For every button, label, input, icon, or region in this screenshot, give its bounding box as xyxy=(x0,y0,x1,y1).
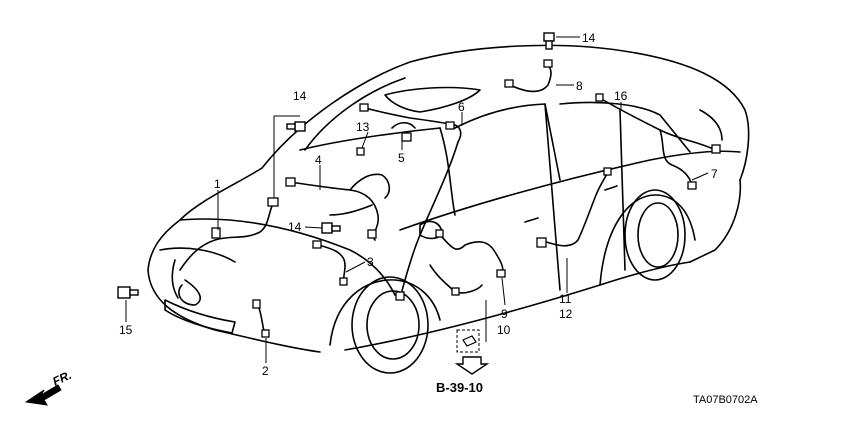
callout-10: 10 xyxy=(497,323,511,337)
callout-9: 9 xyxy=(501,307,508,321)
leader-lines xyxy=(125,36,709,363)
car-body xyxy=(147,44,750,374)
section-reference[interactable]: B-39-10 xyxy=(436,380,483,395)
front-direction-label: FR. xyxy=(50,368,73,389)
reference-arrow-icon xyxy=(454,356,490,375)
callout-3: 3 xyxy=(367,255,374,269)
bolt-14-top xyxy=(543,32,555,50)
callout-7: 7 xyxy=(711,167,718,181)
front-direction-arrow-icon xyxy=(24,384,62,406)
callout-2: 2 xyxy=(262,364,269,378)
callout-15: 15 xyxy=(119,323,133,337)
bolt-15 xyxy=(117,286,139,299)
bolts xyxy=(117,32,555,299)
callout-14-middle: 14 xyxy=(288,220,302,234)
callout-1: 1 xyxy=(214,177,221,191)
callout-11: 11 xyxy=(559,292,572,306)
callout-labels: 1 2 3 4 5 6 7 8 9 10 11 12 13 14 14 14 1… xyxy=(119,31,718,378)
callout-4: 4 xyxy=(315,153,322,167)
bolt-14-upper-left xyxy=(286,121,306,132)
callout-14-top: 14 xyxy=(582,31,596,45)
detail-box xyxy=(456,329,480,353)
detail-clip xyxy=(462,335,477,347)
bolt-14-middle xyxy=(321,222,341,234)
callout-5: 5 xyxy=(398,151,405,165)
callout-14-upper: 14 xyxy=(293,89,307,103)
diagram-code: TA07B0702A xyxy=(693,394,758,406)
callout-16: 16 xyxy=(614,89,628,103)
callout-13: 13 xyxy=(356,120,370,134)
callout-8: 8 xyxy=(576,79,583,93)
wire-harnesses xyxy=(171,64,716,336)
callout-12: 12 xyxy=(559,307,573,321)
connectors xyxy=(211,59,721,338)
callout-6: 6 xyxy=(458,100,465,114)
